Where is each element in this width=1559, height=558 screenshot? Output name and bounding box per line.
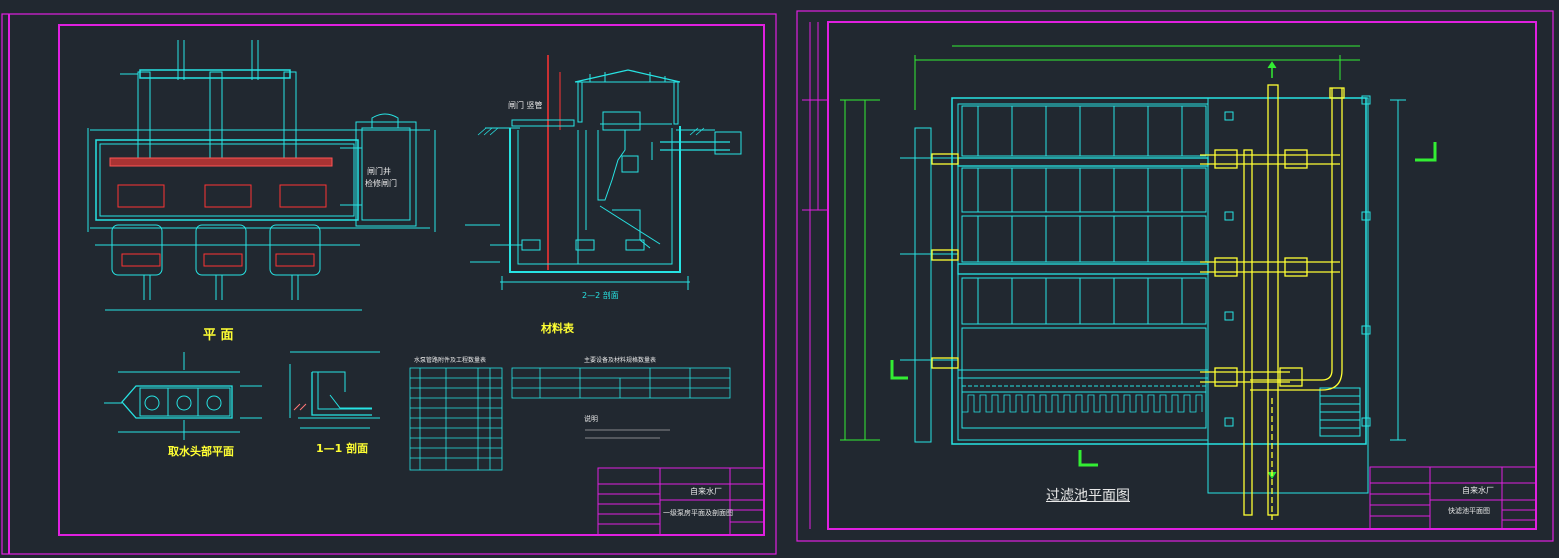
valve-well-label: 闸门井 xyxy=(367,167,391,176)
gate-note: 闸门 竖管 xyxy=(508,101,543,110)
pump-house-plan xyxy=(87,40,436,311)
right-sheet-outer-frame xyxy=(796,10,1554,542)
material-table-2 xyxy=(511,367,731,399)
material-table-1 xyxy=(409,367,503,471)
section-1-1-title: 1—1 剖面 xyxy=(316,442,369,455)
yellow-pipe-network xyxy=(931,84,1345,520)
right-sheet-inner-frame xyxy=(827,21,1537,530)
left-sheet-inner-frame xyxy=(58,24,765,536)
intake-head-plan-drawing xyxy=(104,352,262,440)
intake-head-plan-title: 取水头部平面 xyxy=(168,445,234,458)
left-titleblock-project: 自来水厂 xyxy=(690,487,722,496)
right-sheet xyxy=(796,10,1554,542)
section-2-2-drawing xyxy=(465,55,742,290)
valve-well-note: 检修闸门 xyxy=(365,179,397,188)
left-titleblock-drawing: 一级泵房平面及剖面图 xyxy=(663,509,733,517)
plan-title: 平 面 xyxy=(203,328,234,343)
material-table-title: 材料表 xyxy=(541,322,574,335)
section-1-1-drawing xyxy=(289,351,380,429)
filter-plan-title: 过滤池平面图 xyxy=(1046,488,1130,504)
notes-text-lines xyxy=(585,429,670,439)
left-sheet-outer-frame xyxy=(1,13,777,555)
section-2-2-label: 2—2 剖面 xyxy=(582,291,619,300)
table-1-title: 水泵管路附件及工程数量表 xyxy=(414,357,487,364)
left-title-block xyxy=(597,467,765,536)
notes-title: 说明 xyxy=(584,415,598,423)
filter-basin-building xyxy=(900,95,1406,494)
left-sheet-edge xyxy=(8,14,10,554)
table-2-title: 主要设备及材料规格数量表 xyxy=(584,357,657,364)
left-sheet xyxy=(1,13,777,555)
right-title-block xyxy=(1369,466,1537,530)
right-titleblock-drawing: 快滤池平面图 xyxy=(1448,507,1490,515)
right-titleblock-project: 自来水厂 xyxy=(1462,486,1494,495)
